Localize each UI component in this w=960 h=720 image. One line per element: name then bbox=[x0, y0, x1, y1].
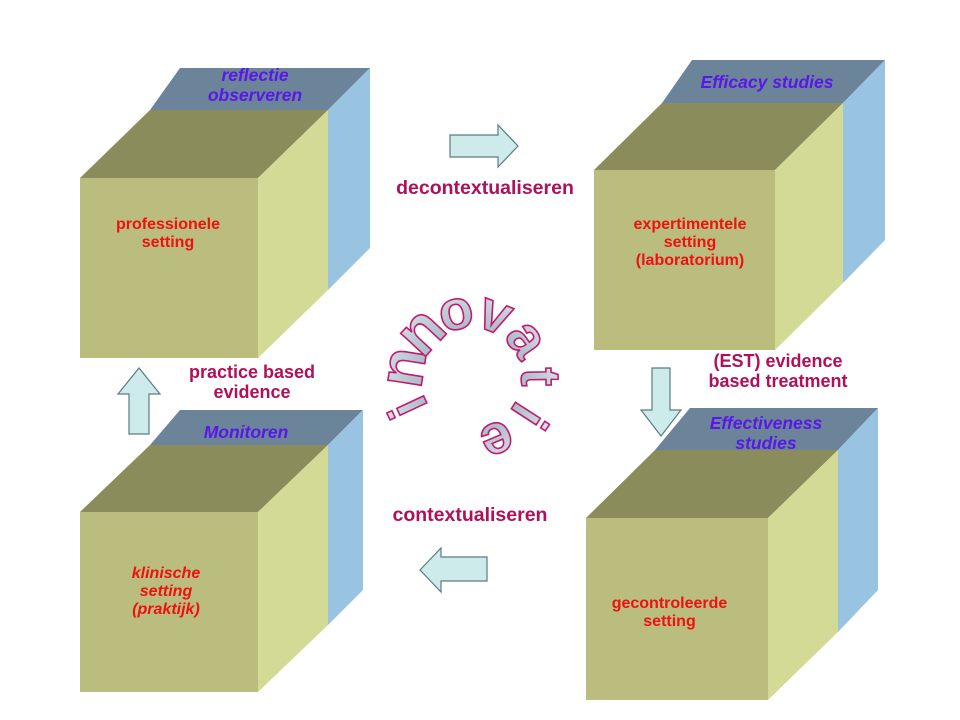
cube-side bbox=[258, 110, 328, 358]
cube-back-top bbox=[662, 60, 885, 103]
flow-label-contextualize: contextualiseren bbox=[392, 504, 548, 526]
cube-top bbox=[80, 445, 328, 512]
cube-side bbox=[775, 103, 843, 350]
cube-front bbox=[80, 512, 258, 692]
ring-letter: e bbox=[472, 407, 525, 477]
cube-back-side bbox=[328, 410, 363, 625]
ring-letter: i bbox=[376, 387, 440, 428]
cube-side bbox=[258, 445, 328, 692]
cube-face-label-experimental-setting: expertimentele setting (laboratorium) bbox=[633, 216, 747, 269]
cube-front bbox=[594, 170, 775, 350]
arrow-down-icon bbox=[639, 367, 683, 437]
cube-back-top bbox=[150, 410, 363, 445]
ring-letter: t bbox=[509, 367, 572, 387]
arrow-right-icon bbox=[449, 123, 519, 169]
cube-top-label-reflect-observe: reflectie observeren bbox=[207, 65, 303, 105]
arrow-up-icon bbox=[116, 367, 162, 435]
cube-face-label-professional-setting: professionele setting bbox=[115, 216, 221, 251]
cube-experimental-setting bbox=[594, 60, 885, 350]
cube-top bbox=[80, 110, 328, 178]
cube-top bbox=[586, 450, 838, 518]
cube-face-label-controlled-setting: gecontroleerde setting bbox=[611, 595, 728, 630]
cube-top-label-monitor: Monitoren bbox=[203, 422, 289, 442]
cube-back-side bbox=[843, 60, 885, 283]
cube-controlled-setting bbox=[586, 408, 878, 700]
cube-clinical-setting bbox=[80, 410, 363, 692]
cube-top-label-effectiveness-studies: Effectiveness studies bbox=[709, 413, 823, 453]
flow-label-decontextualize: decontextualiseren bbox=[396, 177, 574, 199]
cube-top-label-efficacy-studies: Efficacy studies bbox=[700, 72, 834, 92]
cube-side bbox=[768, 450, 838, 700]
flow-label-evidence-based-treatment: (EST) evidence based treatment bbox=[708, 351, 848, 391]
cube-top bbox=[594, 103, 843, 170]
cube-face-label-clinical-setting: klinische setting (praktijk) bbox=[131, 565, 201, 618]
cube-back-side bbox=[328, 68, 370, 290]
cube-back-side bbox=[838, 408, 878, 632]
cube-professional-setting bbox=[80, 68, 370, 358]
cube-front bbox=[586, 518, 768, 700]
cube-front bbox=[80, 178, 258, 358]
flow-label-practice-based-evidence: practice based evidence bbox=[188, 362, 316, 402]
cube-back-top bbox=[655, 408, 878, 450]
arrow-left-icon bbox=[419, 546, 488, 594]
cube-back-top bbox=[150, 68, 370, 110]
